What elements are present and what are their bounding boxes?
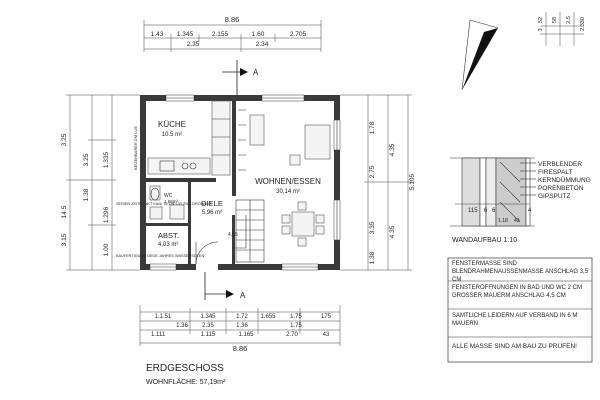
wall-dim-0: 115 — [468, 208, 478, 214]
room-name-diele: DIELE — [201, 199, 223, 208]
bottom-dim-4: 1.655 — [260, 314, 276, 320]
bottom-dim-1: 1.1.51 — [155, 314, 172, 320]
room-name-abst: ABST. — [158, 231, 179, 240]
room-area-abst: 4,03 m² — [158, 242, 178, 248]
right-dim-inner-1: 2.75 — [369, 165, 376, 178]
wall-layer-1: FIRESPALT — [538, 169, 572, 176]
room-name-wohnen: WOHNEN/ESSEN — [255, 177, 321, 186]
plan-title-block: ERDGESCHOSS WOHNFLÄCHE: 57,19m² — [146, 363, 226, 386]
bottom-dim-row2-4: 1.75 — [290, 323, 302, 329]
bottom-dim-row3-1: 1.111 — [151, 332, 166, 338]
bottom-dim-row2-3: 1.36 — [176, 323, 188, 329]
wall-layer-0: VERBLENDER — [538, 161, 582, 168]
room-area-wohnen: 30,14 m² — [276, 189, 300, 195]
plan-area: WOHNFLÄCHE: 57,19m² — [146, 378, 226, 386]
plan-annotations: BEGEHBARER DM LUE SERIEN ZEITPUNKT KAM. … — [116, 126, 212, 258]
corner-dim-3: 2.5 — [566, 16, 572, 24]
bottom-dim-row2-2: 1.36 — [236, 323, 248, 329]
wall-layer-4: GIPSPUTZ — [538, 193, 571, 200]
top-dim-row2-2: 2.34 — [256, 41, 269, 48]
right-dim-inner-3: 1.38 — [369, 251, 376, 264]
kitchen-note: BEGEHBARER DM LUE — [133, 126, 138, 170]
right-dim-inner-2: 3.35 — [369, 221, 376, 234]
total-width-bottom: 8.86 — [233, 344, 248, 353]
room-area-wc: 1,68m² — [164, 199, 179, 204]
left-dim-outer-1: 3.25 — [61, 133, 68, 146]
note-2: FENSTERÖFFNUNGEN IN BAD UND WC 2 CM GROS… — [452, 285, 583, 299]
room-area-diele: 5,96 m² — [202, 210, 222, 216]
corner-dim-4: 2.330 — [580, 17, 586, 31]
section-label-top: A — [253, 68, 259, 77]
bottom-dim-row3-2: 1.115 — [201, 332, 216, 338]
left-dimensions: 3.25 14.5 3.15 3.25 1.38 1.335 1.296 1.0… — [61, 94, 140, 271]
bottom-dim-row3-5: 43 — [323, 332, 330, 338]
corner-dim-2: 58 — [552, 17, 558, 23]
wc-furniture — [149, 185, 185, 220]
bottom-dimensions: 1.1.51 1.345 1.72 1.655 1.75 175 2.35 1.… — [139, 305, 341, 353]
bottom-dim-6: 175 — [321, 314, 332, 320]
room-labels: KÜCHE 10.5 m² WOHNEN/ESSEN 30,14 m² DIEL… — [158, 120, 321, 248]
left-dim-inner-2: 1.296 — [103, 206, 110, 223]
corner-dim-1: 3 — [538, 28, 544, 31]
corner-dimensions: 52 3 58 2.5 2.330 — [538, 12, 586, 46]
bottom-dim-3: 1.72 — [236, 314, 248, 320]
right-dimensions: 1.78 2.75 3.35 1.38 4.35 4.35 5.105 — [340, 94, 416, 271]
total-width-top: 8.86 — [225, 15, 240, 24]
bottom-dim-row3-3: 1.165 — [238, 332, 254, 338]
living-furniture — [249, 114, 331, 247]
wall-layer-3: PORENBETON — [538, 185, 584, 192]
note-4: ALLE MASSE SIND AM BAU ZU PRÜFEN! — [452, 343, 577, 350]
wall-layer-2: KERNDÜMMUNG — [538, 176, 591, 184]
note-1: FENSTERMASSE SIND BLENDRAHMENAUSSENMASSE… — [452, 261, 589, 282]
right-dim-outer-1: 5.105 — [409, 173, 416, 190]
top-dim-2: 1.345 — [177, 31, 194, 38]
top-dim-row2-1: 2.35 — [187, 41, 200, 48]
left-dim-outer-0: 14.5 — [61, 205, 68, 218]
wall-dim-3: 4 — [528, 208, 532, 214]
wall-section-title: WANDAUFBAU 1:10 — [452, 237, 517, 244]
top-dim-4: 1.60 — [252, 31, 265, 38]
right-dim-inner-0: 1.78 — [369, 121, 376, 134]
right-dim-outer-0: 4.35 — [389, 143, 396, 156]
section-marker-bottom: A — [204, 272, 246, 300]
left-dim-inner-1: 1.335 — [103, 151, 110, 168]
top-dim-1: 1.43 — [151, 31, 164, 38]
stair-note: SERIEN ZEITPUNKT KAM. 51 DN 130 ZWE DROH… — [116, 202, 212, 206]
top-dim-3: 2.155 — [212, 31, 229, 38]
stair-label: 4,05 — [228, 232, 238, 238]
wall-dim2-1: 43 — [514, 218, 520, 224]
bottom-dim-5: 1.75 — [290, 314, 302, 320]
top-dimensions: 8.86 1.43 1.345 2.155 1.60 2.705 2.35 2.… — [143, 15, 322, 52]
section-marker-top: A — [222, 60, 259, 95]
left-dim-inner-3: 1.00 — [103, 243, 110, 256]
corner-dim-0: 52 — [538, 17, 544, 23]
room-name-kueche: KÜCHE — [158, 120, 186, 129]
notes-box: FENSTERMASSE SIND BLENDRAHMENAUSSENMASSE… — [447, 257, 593, 363]
bottom-dim-2: 1.345 — [200, 314, 216, 320]
staircase: 4,05 — [228, 199, 265, 263]
north-arrow — [461, 19, 499, 91]
section-label-bottom: A — [240, 291, 246, 300]
floor-plan — [140, 94, 341, 271]
plan-title: ERDGESCHOSS — [146, 363, 224, 374]
wall-section-detail: VERBLENDER FIRESPALT KERNDÜMMUNG PORENBE… — [450, 157, 591, 244]
note-3: SÄMTLICHE LEIDERN AUF VERBAND IN 6 M MAU… — [452, 313, 578, 327]
stair-note-2: BAUFERTIGUNG DEGE JAHRES WASSERSOLEN — [116, 254, 204, 258]
bottom-dim-row3-4: 2.70 — [286, 332, 298, 338]
wall-dim2-0: 1.18 — [498, 218, 508, 224]
top-dim-5: 2.705 — [290, 31, 307, 38]
kitchen-furniture — [147, 100, 246, 176]
right-dim-outer-2: 4.35 — [389, 225, 396, 238]
bottom-dim-row2-1: 2.35 — [202, 323, 214, 329]
left-dim-inner-0: 3.25 — [83, 153, 90, 166]
room-area-kueche: 10.5 m² — [162, 132, 182, 138]
left-dim-outer-3: 1.38 — [83, 188, 90, 201]
wall-dim-2: 6 — [492, 208, 496, 214]
room-name-wc: WC — [164, 193, 173, 199]
left-dim-outer-2: 3.15 — [61, 233, 68, 246]
wall-dim-1: 6 — [484, 208, 488, 214]
